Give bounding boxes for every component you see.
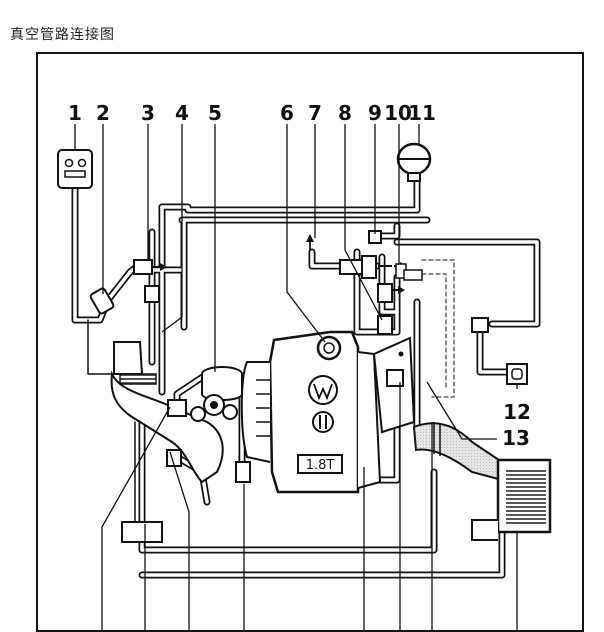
intercooler xyxy=(471,458,552,541)
callout-5: 5 xyxy=(208,101,222,125)
engine-badge: 1.8T xyxy=(306,458,335,473)
turbocharger xyxy=(166,366,251,483)
callout-2: 2 xyxy=(96,101,110,125)
fuel-filter xyxy=(506,363,528,385)
intake-hose xyxy=(110,341,224,484)
solenoid-valves xyxy=(339,230,423,335)
callout-9: 9 xyxy=(368,101,382,125)
diagram-frame: 1.8T xyxy=(36,52,584,632)
callout-8: 8 xyxy=(338,101,352,125)
callout-11: 11 xyxy=(408,101,436,125)
vacuum-sensor xyxy=(57,149,93,189)
callout-12: 12 xyxy=(503,400,531,424)
engine-block: 1.8T xyxy=(240,330,382,494)
diagram-caption: 真空管路连接图 xyxy=(10,27,115,43)
callout-13: 13 xyxy=(502,426,530,450)
vacuum-reservoir xyxy=(396,142,432,182)
callout-1: 1 xyxy=(68,101,82,125)
vacuum-hose-diagram: 1.8T xyxy=(57,101,552,630)
charge-pipe xyxy=(412,422,503,482)
callout-4: 4 xyxy=(175,101,189,125)
callout-10: 10 xyxy=(384,101,412,125)
callout-6: 6 xyxy=(280,101,294,125)
callout-labels: 1 2 3 4 5 6 7 8 9 10 11 12 13 xyxy=(68,101,531,450)
mount-bracket xyxy=(372,336,416,434)
check-valve xyxy=(89,287,115,315)
callout-3: 3 xyxy=(141,101,155,125)
callout-7: 7 xyxy=(308,101,322,125)
